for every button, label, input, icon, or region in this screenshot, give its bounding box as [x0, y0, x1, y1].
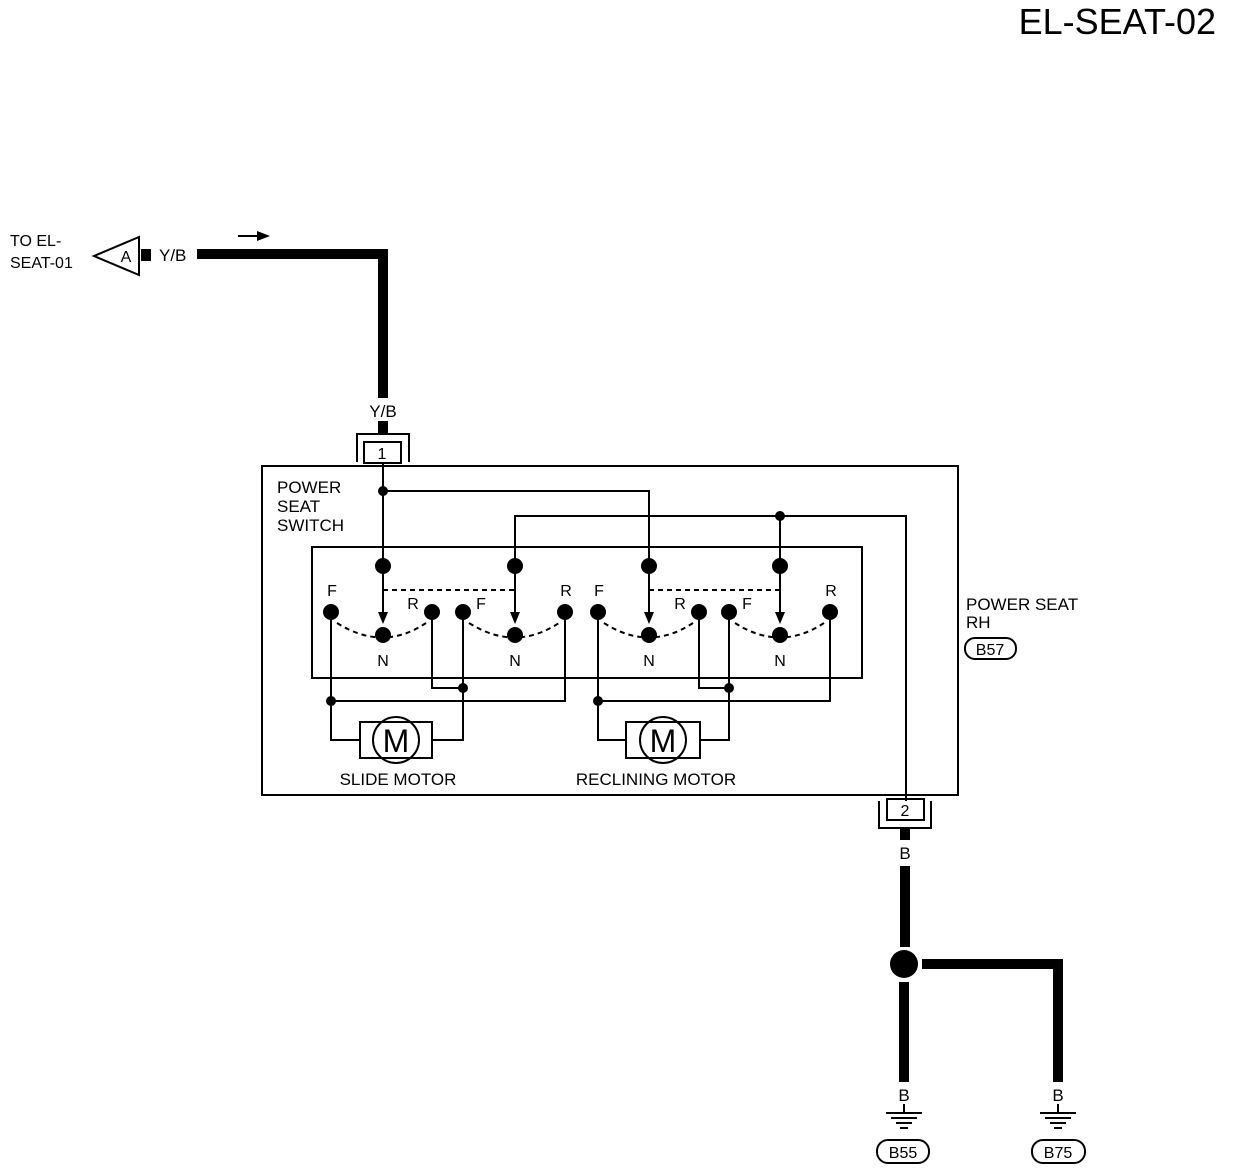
- off-page-terminal: [141, 249, 151, 261]
- switch-travel-arc: [603, 622, 694, 639]
- ground-2-code-badge: B75: [1031, 1139, 1086, 1164]
- off-page-text-line1: TO EL-: [10, 233, 61, 250]
- switch-neutral-label: N: [509, 653, 521, 670]
- connector-pin-2: 2: [878, 798, 932, 829]
- off-page-connector-letter: A: [121, 249, 132, 266]
- reclining-motor-label: RECLINING MOTOR: [576, 770, 736, 789]
- off-page-connector: TO EL- SEAT-01 A Y/B: [10, 233, 186, 277]
- switch-forward-label: F: [327, 583, 337, 600]
- switch-contacts: F R N F R N F R N F R N: [323, 558, 838, 670]
- junction-dot: [458, 683, 468, 693]
- ground-2-code: B75: [1044, 1145, 1073, 1162]
- switch-label-line2: SEAT: [277, 497, 320, 516]
- slide-motor: M: [359, 716, 433, 764]
- switch-neutral-label: N: [774, 653, 786, 670]
- junction-dot: [326, 696, 336, 706]
- switch-rear-label: R: [560, 583, 572, 600]
- switch-neutral-contact: [507, 627, 523, 643]
- switch-rear-label: R: [674, 596, 686, 613]
- switch-arrow-icon: [510, 612, 520, 624]
- off-page-arrow-icon: [91, 235, 140, 277]
- connector-pin-1: 1: [356, 433, 410, 464]
- ground-2-icon: [1040, 1104, 1076, 1129]
- switch-label-line1: POWER: [277, 478, 341, 497]
- pin-1-label: 1: [378, 446, 387, 463]
- component-label-line1: POWER SEAT: [966, 595, 1078, 614]
- splice-dot: [890, 950, 918, 978]
- switch-neutral-contact: [772, 627, 788, 643]
- ground-branch-wire: [922, 959, 1063, 1082]
- switch-label-line3: SWITCH: [277, 516, 344, 535]
- component-label-line2: RH: [966, 613, 991, 632]
- off-page-text-line2: SEAT-01: [10, 255, 73, 272]
- junction-dot: [378, 486, 388, 496]
- switch-rear-label: R: [825, 583, 837, 600]
- top-wire-color: Y/B: [369, 402, 396, 421]
- ground-1-wire-color: B: [898, 1086, 909, 1105]
- switch-neutral-label: N: [377, 653, 389, 670]
- supply-wire: [197, 249, 388, 398]
- switch-travel-arc: [468, 622, 560, 639]
- current-flow-arrow-icon: [238, 231, 270, 241]
- ground-1-icon: [886, 1104, 922, 1129]
- power-seat-box: [261, 465, 959, 796]
- feed-wire-2: [514, 515, 907, 801]
- slide-motor-wiring: [330, 612, 566, 741]
- reclining-motor-wiring: [597, 612, 831, 741]
- switch-arrow-icon: [644, 612, 654, 624]
- ground-wire-color: B: [899, 844, 910, 863]
- feed-wire-1: [382, 462, 650, 566]
- junction-dot: [724, 683, 734, 693]
- reclining-motor: M: [625, 716, 701, 764]
- switch-forward-label: F: [594, 583, 604, 600]
- switch-common-terminal: [641, 558, 657, 574]
- pin-2-label: 2: [901, 803, 910, 820]
- switch-arrow-icon: [378, 612, 388, 624]
- switch-neutral-contact: [375, 627, 391, 643]
- switch-travel-arc: [336, 622, 427, 639]
- switch-common-terminal: [375, 558, 391, 574]
- switch-forward-label: F: [742, 596, 752, 613]
- off-page-wire-color: Y/B: [159, 246, 186, 265]
- diagram-title: EL-SEAT-02: [1019, 1, 1216, 42]
- switch-arrow-icon: [775, 612, 785, 624]
- switch-travel-arc: [734, 622, 825, 639]
- junction-dot: [775, 511, 785, 521]
- component-code-badge: B57: [964, 637, 1017, 660]
- switch-forward-label: F: [476, 596, 486, 613]
- ground-1-code: B55: [889, 1145, 918, 1162]
- switch-neutral-label: N: [643, 653, 655, 670]
- component-code: B57: [976, 642, 1005, 659]
- ground-1-code-badge: B55: [876, 1139, 930, 1164]
- ground-2-wire-color: B: [1052, 1086, 1063, 1105]
- reclining-motor-symbol: M: [650, 723, 677, 759]
- junction-dot: [593, 696, 603, 706]
- switch-common-terminal: [507, 558, 523, 574]
- slide-motor-label: SLIDE MOTOR: [340, 770, 457, 789]
- switch-common-terminal: [772, 558, 788, 574]
- switch-neutral-contact: [641, 627, 657, 643]
- power-seat-switch-box: [311, 546, 863, 679]
- slide-motor-symbol: M: [383, 723, 410, 759]
- switch-rear-label: R: [407, 596, 419, 613]
